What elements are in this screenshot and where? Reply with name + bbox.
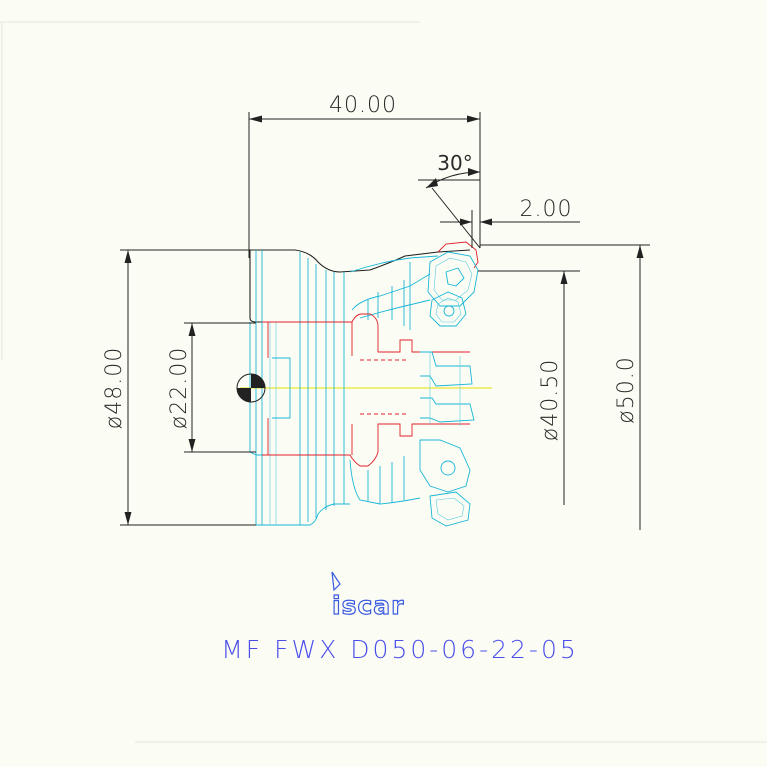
dimension-overall-diameter: ø48.00 xyxy=(102,249,256,526)
dimension-cutting-diameter: ø50.0 xyxy=(480,244,650,530)
dimension-length: 40.00 xyxy=(248,93,481,258)
tool-body xyxy=(236,241,479,527)
inner-diameter-label: ø40.50 xyxy=(538,359,563,441)
dimension-inner-diameter: ø40.50 xyxy=(478,270,580,505)
part-number-title: MF FWX D050-06-22-05 xyxy=(221,635,579,664)
iscar-logo: iscar xyxy=(331,571,404,621)
sheet-frame xyxy=(0,21,767,743)
offset-label: 2.00 xyxy=(520,197,573,222)
length-label: 40.00 xyxy=(329,93,397,118)
cutting-diameter-label: ø50.0 xyxy=(614,356,639,423)
dimension-offset: 2.00 xyxy=(440,197,580,248)
dimension-bore-diameter: ø22.00 xyxy=(167,322,256,453)
dimension-angle: 30° xyxy=(418,151,481,249)
overall-diameter-label: ø48.00 xyxy=(102,347,127,429)
logo-text: iscar xyxy=(332,591,404,620)
bore-diameter-label: ø22.00 xyxy=(167,347,192,429)
angle-label: 30° xyxy=(437,151,472,175)
